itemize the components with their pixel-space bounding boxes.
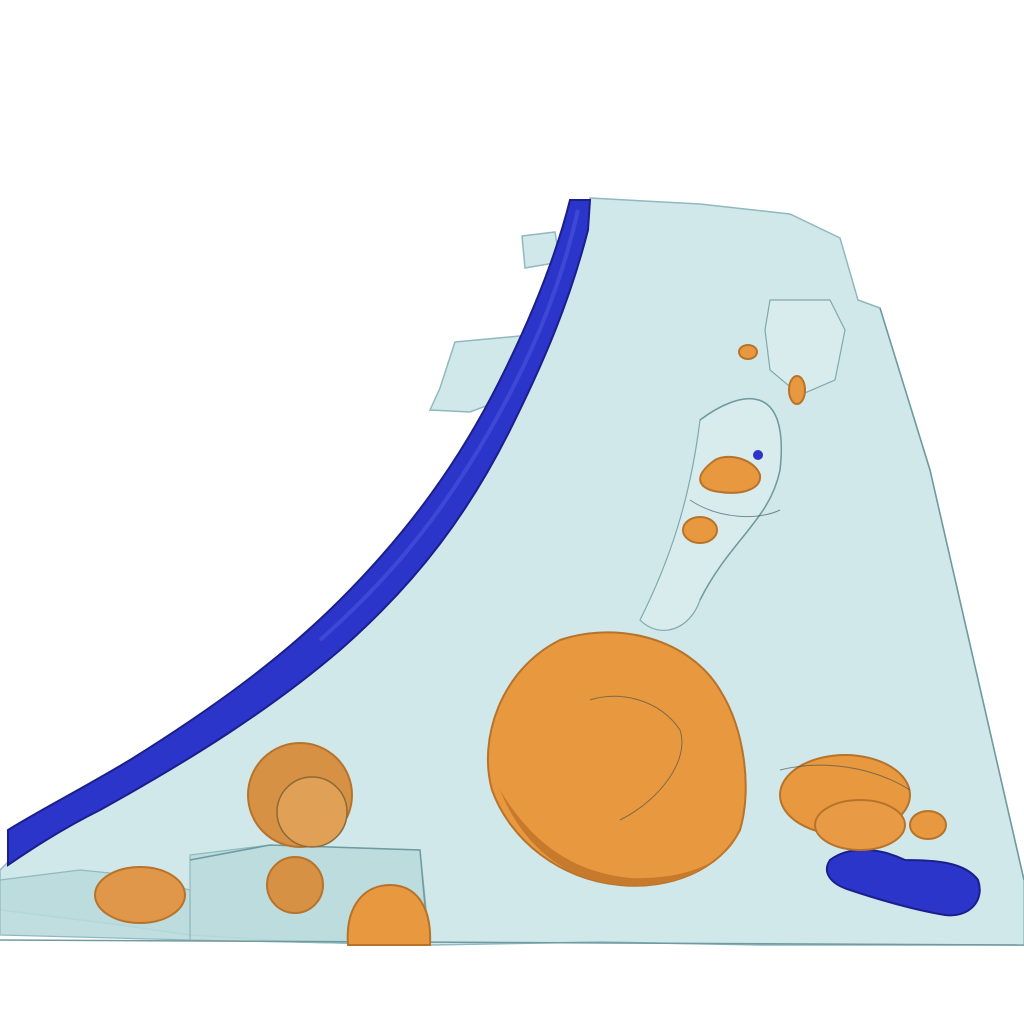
nodule-large-central-shade: [500, 790, 740, 886]
nodule-upper-tiny: [788, 375, 806, 405]
vessel-lower-right-blob: [825, 848, 981, 917]
nodule-bottom-left: [94, 866, 186, 924]
nodule-channel-lower: [682, 516, 718, 544]
nodule-lower-half: [346, 883, 432, 946]
vessel-small-dot: [753, 450, 763, 460]
vessel-highlight: [318, 209, 580, 642]
contour-central-fold: [589, 695, 683, 821]
tissue-upper-right-lobes: [764, 299, 846, 396]
nodule-large-central: [486, 631, 747, 887]
tissue-outline-ledge: [189, 844, 429, 941]
vessel-main: [7, 199, 592, 867]
nodule-lower-small: [266, 856, 324, 914]
nodule-right-cluster-b: [814, 799, 906, 851]
contour-channel-thread: [689, 499, 781, 518]
tissue-outline-right: [879, 307, 1024, 881]
nodule-channel-upper: [699, 455, 762, 494]
nodules: [94, 344, 947, 946]
nodule-right-cluster-c: [909, 810, 947, 840]
contour-lines: [589, 499, 911, 821]
nodule-left-round-inner: [276, 776, 348, 848]
contour-right-fold: [779, 764, 911, 791]
vessel-structure: [7, 199, 981, 917]
tissue-outline-bottom: [0, 939, 1024, 946]
tissue-outline-channel: [699, 397, 782, 601]
nodule-upper-tiny-2: [738, 344, 758, 360]
tissue-outlines: [0, 307, 1024, 946]
